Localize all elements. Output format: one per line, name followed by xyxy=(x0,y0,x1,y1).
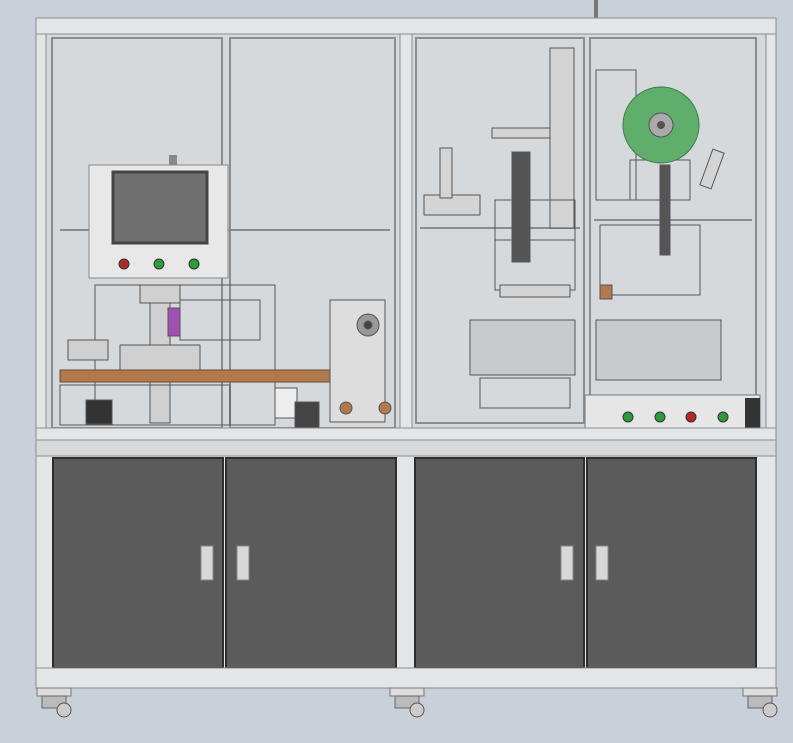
panel-red-button[interactable] xyxy=(685,411,697,423)
control-panel xyxy=(584,394,761,432)
door-handle[interactable] xyxy=(200,545,214,581)
left-mechanism xyxy=(59,284,320,429)
hmi-screen[interactable] xyxy=(111,170,209,245)
base-bar xyxy=(35,667,777,689)
caster-wheel xyxy=(36,687,72,718)
hmi-red-button[interactable] xyxy=(118,258,130,270)
top-frame-bar xyxy=(35,17,777,35)
table-rail xyxy=(35,439,777,457)
cabinet-door[interactable] xyxy=(52,457,224,669)
right-mechanism xyxy=(423,47,725,409)
panel-green-button[interactable] xyxy=(622,411,634,423)
door-handle[interactable] xyxy=(560,545,574,581)
door-handle[interactable] xyxy=(595,545,609,581)
caster-wheel xyxy=(742,687,778,718)
cabinet-door[interactable] xyxy=(586,457,757,669)
panel-green-button[interactable] xyxy=(654,411,666,423)
cabinet-door[interactable] xyxy=(225,457,397,669)
green-tape-reel xyxy=(622,86,700,164)
table-top xyxy=(35,427,777,441)
brown-tube xyxy=(59,369,341,383)
purple-part xyxy=(167,307,181,337)
panel-green-button[interactable] xyxy=(717,411,729,423)
hmi-green-button[interactable] xyxy=(153,258,165,270)
door-handle[interactable] xyxy=(236,545,250,581)
hmi-green-button[interactable] xyxy=(188,258,200,270)
roller-assembly xyxy=(329,299,392,423)
hmi-terminal xyxy=(88,155,229,279)
cabinet-door[interactable] xyxy=(414,457,585,669)
top-mount-rod xyxy=(594,0,598,20)
caster-wheel xyxy=(389,687,425,718)
